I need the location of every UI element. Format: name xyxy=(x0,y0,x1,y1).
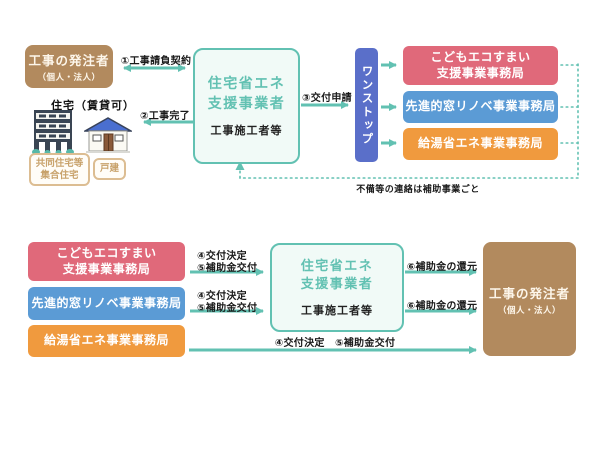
agent-bottom-subtitle: 工事施工者等 xyxy=(301,305,373,318)
apartment-tag-line1: 共同住宅等 xyxy=(35,157,84,169)
detached-tag: 戸建 xyxy=(93,158,126,180)
row3-combined-label: ④交付決定 ⑤補助金交付 xyxy=(274,338,396,349)
housing-label: 住宅（賃貸可） xyxy=(51,100,135,112)
office-kodomo-top: こどもエコすまい 支援事業事務局 xyxy=(403,46,558,85)
office-kodomo-bottom: こどもエコすまい 支援事業事務局 xyxy=(28,242,185,281)
onestop-box: ワンストップ xyxy=(355,48,378,162)
orderer-bottom-title: 工事の発注者 xyxy=(488,286,570,301)
arrow-grant-application-label: ③交付申請 xyxy=(302,93,352,104)
arrow-contract-label: ①工事請負契約 xyxy=(120,56,192,67)
agent-title-line1: 住宅省エネ xyxy=(207,74,286,91)
row2-grant-label: ⑤補助金交付 xyxy=(197,303,258,314)
agent-box-bottom: 住宅省エネ 支援事業者 工事施工者等 xyxy=(270,243,404,332)
agent-box-top: 住宅省エネ 支援事業者 工事施工者等 xyxy=(193,48,300,164)
agent-title-line2: 支援事業者 xyxy=(207,94,286,111)
agent-bottom-title-line1: 住宅省エネ xyxy=(300,257,374,273)
apartment-tag: 共同住宅等 集合住宅 xyxy=(29,153,90,186)
office-mado-top: 先進的窓リノベ事業事務局 xyxy=(403,91,558,123)
return-label-1: ⑥補助金の還元 xyxy=(406,262,478,273)
office-mado-bottom: 先進的窓リノベ事業事務局 xyxy=(28,287,185,320)
orderer-subtitle: （個人・法人） xyxy=(37,72,101,82)
house-icon xyxy=(84,117,132,153)
office-kodomo-line2: 支援事業事務局 xyxy=(436,65,525,80)
office-kodomo-line1: こどもエコすまい xyxy=(430,49,531,64)
agent-bottom-title-line2: 支援事業者 xyxy=(300,276,374,291)
office-kyuto-top: 給湯省エネ事業事務局 xyxy=(403,128,558,160)
orderer-title: 工事の発注者 xyxy=(28,54,110,68)
apartment-icon xyxy=(32,110,74,156)
row2-decide-label: ④交付決定 xyxy=(197,291,247,302)
office-kodomo-bottom-line2: 支援事業事務局 xyxy=(62,261,151,276)
row1-decide-label: ④交付決定 xyxy=(197,251,247,262)
office-kodomo-bottom-line1: こどもエコすまい xyxy=(56,245,157,260)
orderer-box-bottom: 工事の発注者 （個人・法人） xyxy=(483,242,576,356)
orderer-bottom-subtitle: （個人・法人） xyxy=(497,304,561,315)
agent-subtitle: 工事施工者等 xyxy=(210,125,283,138)
apartment-tag-line2: 集合住宅 xyxy=(40,169,79,181)
orderer-box-top: 工事の発注者 （個人・法人） xyxy=(25,45,113,88)
row1-grant-label: ⑤補助金交付 xyxy=(197,263,258,274)
arrow-work-complete-label: ②工事完了 xyxy=(140,111,190,122)
return-label-2: ⑥補助金の還元 xyxy=(406,301,478,312)
office-kyuto-bottom: 給湯省エネ事業事務局 xyxy=(28,325,185,357)
feedback-note: 不備等の連絡は補助事業ごと xyxy=(356,184,480,194)
